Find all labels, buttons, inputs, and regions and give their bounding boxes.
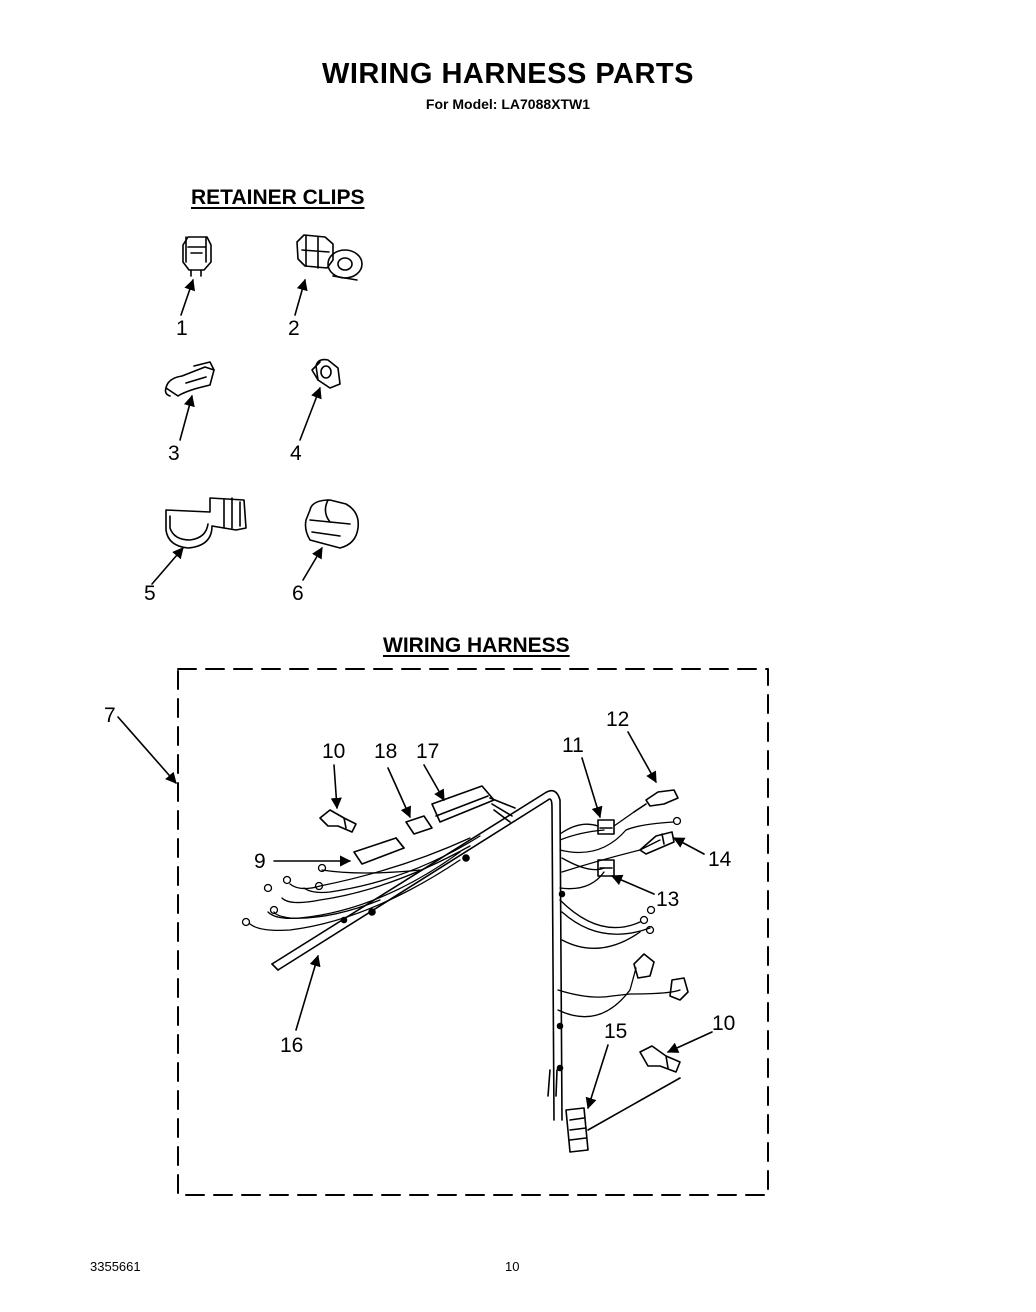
- callout-10-left: 10: [322, 740, 345, 763]
- callout-arrow-18: [387, 767, 411, 819]
- retainer-clip-2-illustration: [296, 234, 363, 281]
- callout-11: 11: [562, 734, 584, 757]
- callout-16: 16: [280, 1034, 303, 1057]
- retainer-clip-6-illustration: [304, 499, 360, 549]
- retainer-clip-3-illustration: [164, 361, 215, 397]
- callout-17: 17: [416, 740, 439, 763]
- callout-arrow-10-left: [330, 764, 342, 810]
- callout-arrow-7: [117, 716, 177, 784]
- callout-arrow-16: [295, 954, 321, 1031]
- connector-15-illustration: [565, 1077, 681, 1153]
- terminal-10-left-illustration: [319, 809, 357, 833]
- callout-1: 1: [176, 317, 188, 340]
- retainer-clip-1-illustration: [182, 236, 212, 277]
- ring-terminal-icons: [241, 863, 327, 927]
- callout-arrow-10-right: [666, 1031, 713, 1053]
- lower-right-connectors: [633, 953, 689, 1001]
- callout-13: 13: [656, 888, 679, 911]
- terminal-14-illustration: [639, 831, 675, 855]
- wiring-harness-heading: WIRING HARNESS: [383, 634, 570, 657]
- callout-arrow-6: [302, 547, 323, 581]
- callout-arrow-14: [673, 837, 705, 855]
- retainer-clips-heading: RETAINER CLIPS: [191, 186, 365, 209]
- callout-6: 6: [292, 582, 304, 605]
- callout-arrow-15: [585, 1044, 609, 1110]
- left-wire-bundle: [249, 835, 481, 932]
- callout-arrow-2: [294, 278, 308, 316]
- callout-arrow-3: [179, 394, 195, 441]
- page-number: 10: [505, 1259, 520, 1274]
- connector-13-illustration: [597, 859, 615, 877]
- callout-18: 18: [374, 740, 397, 763]
- model-subtitle: For Model: LA7088XTW1: [425, 96, 591, 112]
- callout-4: 4: [290, 442, 302, 465]
- callout-7: 7: [104, 704, 116, 727]
- callout-arrow-1: [180, 278, 196, 316]
- callout-arrow-5: [151, 547, 184, 585]
- connector-11-illustration: [597, 819, 615, 835]
- connector-9-illustration: [353, 837, 405, 865]
- callout-9: 9: [254, 850, 266, 873]
- callout-14: 14: [708, 848, 732, 871]
- callout-arrow-11: [581, 757, 603, 819]
- callout-2: 2: [288, 317, 300, 340]
- callout-12: 12: [606, 708, 629, 731]
- plug-17-illustration: [431, 785, 516, 823]
- retainer-clip-5-illustration: [165, 497, 247, 549]
- right-branch-wires: [557, 811, 681, 1018]
- callout-15: 15: [604, 1020, 627, 1043]
- callout-arrow-12: [627, 731, 657, 783]
- document-number: 3355661: [90, 1259, 141, 1274]
- callout-5: 5: [144, 582, 156, 605]
- page-title: WIRING HARNESS PARTS: [322, 58, 694, 90]
- callout-arrow-4: [299, 386, 322, 441]
- plug-18-illustration: [405, 815, 433, 835]
- callout-arrow-17: [423, 764, 445, 801]
- retainer-clip-4-illustration: [311, 358, 341, 389]
- callout-arrow-13: [610, 874, 655, 895]
- terminal-10-right-illustration: [639, 1045, 681, 1073]
- terminal-12-illustration: [633, 789, 679, 813]
- callout-3: 3: [168, 442, 180, 465]
- right-ring-terminals: [639, 816, 682, 935]
- cable-ties: [340, 854, 566, 1072]
- harness-dashed-frame: [177, 668, 769, 1196]
- callout-10-right: 10: [712, 1012, 735, 1035]
- harness-main-cable: [271, 789, 563, 1121]
